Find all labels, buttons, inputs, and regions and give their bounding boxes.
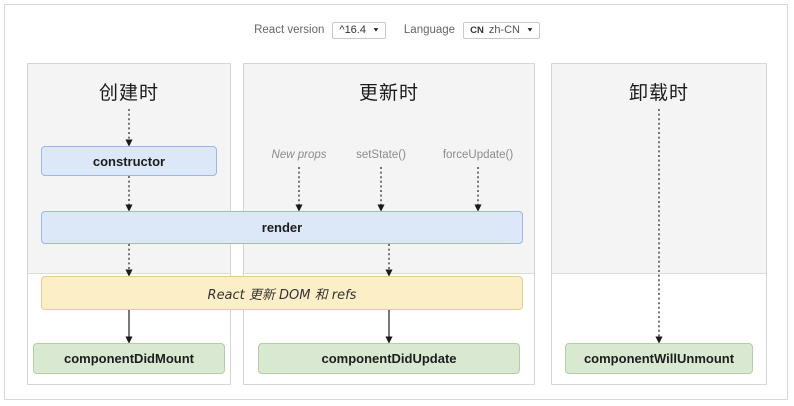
node-react-updates-dom-and-refs[interactable]: React 更新 DOM 和 refs: [41, 276, 523, 310]
diagram-toolbar: React version ^16.4 ▼ Language CN zh-CN …: [5, 17, 789, 43]
language-value: zh-CN: [488, 24, 520, 36]
react-version-value: ^16.4: [339, 24, 366, 36]
diagram-frame: React version ^16.4 ▼ Language CN zh-CN …: [4, 4, 788, 400]
node-render[interactable]: render: [41, 211, 523, 244]
trigger-new-props: New props: [271, 149, 327, 161]
node-component-did-update[interactable]: componentDidUpdate: [258, 343, 520, 374]
react-version-label: React version: [254, 24, 325, 36]
column-title-unmounting: 卸载时: [628, 82, 689, 104]
node-component-did-mount[interactable]: componentDidMount: [33, 343, 225, 374]
chevron-down-icon: ▼: [525, 26, 534, 33]
node-constructor[interactable]: constructor: [41, 146, 217, 176]
trigger-force-update: forceUpdate(): [442, 149, 514, 161]
lifecycle-columns: 创建时 更新时 卸载时: [5, 51, 789, 391]
trigger-set-state: setState(): [356, 149, 406, 161]
node-component-will-unmount[interactable]: componentWillUnmount: [565, 343, 753, 374]
column-title-mounting: 创建时: [98, 82, 159, 104]
language-select[interactable]: CN zh-CN ▼: [463, 21, 540, 39]
country-flag-icon: CN: [470, 24, 484, 36]
react-version-select[interactable]: ^16.4 ▼: [332, 21, 386, 39]
column-unmounting: 卸载时: [551, 63, 767, 385]
column-title-updating: 更新时: [358, 82, 419, 104]
chevron-down-icon: ▼: [371, 26, 380, 33]
language-label: Language: [403, 24, 456, 36]
